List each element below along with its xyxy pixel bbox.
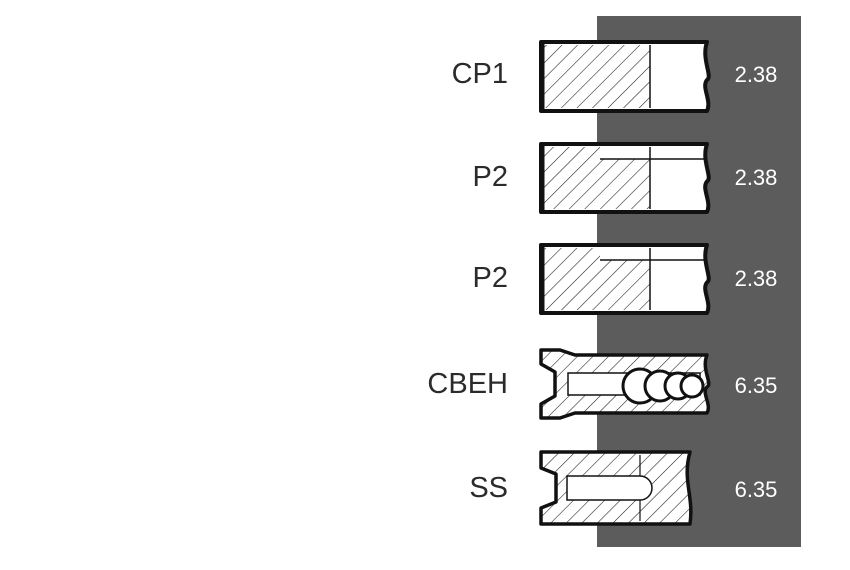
ring-row-1-profile — [539, 40, 711, 113]
ring-row-4-width-value: 6.35 — [734, 373, 778, 398]
ring-row-2-width-value: 2.38 — [734, 165, 778, 190]
ring-shapes — [539, 40, 711, 526]
ring-row-3-profile — [539, 243, 711, 315]
ring-row-2-type-label: P2 — [472, 161, 508, 193]
coil-spring-loop-4 — [679, 373, 705, 399]
ring-row-3-type-label: P2 — [472, 262, 508, 294]
ring-row-1-width-value: 2.38 — [734, 62, 778, 87]
ring-row-5-width-value: 6.35 — [734, 477, 778, 502]
ring-row-4-type-label: CBEH — [427, 368, 508, 400]
ring-row-1-type-label: CP1 — [451, 58, 508, 90]
ring-row-2-profile — [539, 142, 711, 214]
ring-row-5-type-label: SS — [469, 472, 508, 504]
ring-row-3-width-value: 2.38 — [734, 266, 778, 291]
ring-row-4-profile — [539, 348, 711, 420]
ring-row-5-profile — [539, 450, 693, 526]
